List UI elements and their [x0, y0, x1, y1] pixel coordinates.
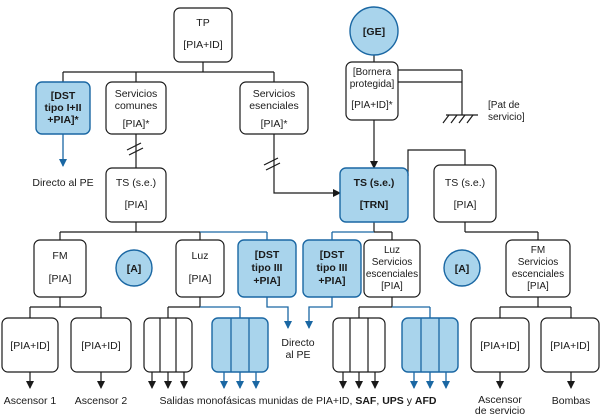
- svg-text:[Bornera: [Bornera: [353, 67, 392, 78]
- svg-text:[TRN]: [TRN]: [360, 199, 389, 211]
- svg-text:tipo III: tipo III: [317, 262, 348, 274]
- salidas-label: Salidas monofásicas munidas de PIA+ID, S…: [160, 395, 437, 407]
- svg-text:al PE: al PE: [285, 349, 310, 361]
- directo-al-pe-label-2: Directo al PE: [281, 337, 314, 361]
- svg-text:[PIA]: [PIA]: [49, 273, 72, 285]
- outlet-group-blue-2: [401, 317, 459, 373]
- ts-right-box: TS (s.e.) [PIA]: [433, 164, 497, 223]
- svg-text:+PIA]: +PIA]: [318, 275, 345, 287]
- svg-text:[PIA+ID]: [PIA+ID]: [550, 340, 589, 352]
- a-circle-left: [A]: [115, 249, 153, 287]
- a-circle-right: [A]: [443, 249, 481, 287]
- svg-text:TP: TP: [196, 17, 209, 29]
- pia-id-box-3: [PIA+ID]: [470, 317, 530, 373]
- pat-servicio-label: [Pat de servicio]: [488, 100, 525, 123]
- svg-text:Servicios: Servicios: [518, 257, 559, 268]
- luz-box: Luz [PIA]: [175, 239, 225, 298]
- luz-servicios-box: Luz Servicios escenciales [PIA]: [363, 239, 421, 298]
- servicios-comunes-box: Servicios comunes [PIA]*: [105, 81, 167, 135]
- svg-text:FM: FM: [52, 250, 67, 262]
- svg-text:de servicio: de servicio: [475, 405, 525, 417]
- outlet-group-blue-1: [211, 317, 269, 373]
- svg-text:[PIA]*: [PIA]*: [261, 118, 288, 130]
- svg-text:[GE]: [GE]: [363, 26, 385, 38]
- svg-text:[PIA+ID]: [PIA+ID]: [183, 39, 222, 51]
- servicios-esenciales-box: Servicios esenciales [PIA]*: [239, 81, 309, 135]
- svg-text:tipo III: tipo III: [252, 262, 283, 274]
- ascensor-1-label: Ascensor 1: [4, 395, 57, 407]
- dst-tipo-i-ii-box: [DST tipo I+II +PIA]*: [35, 81, 91, 135]
- directo-al-pe-label: Directo al PE: [32, 177, 93, 189]
- svg-text:[PIA+ID]*: [PIA+ID]*: [351, 100, 393, 111]
- svg-text:Servicios: Servicios: [253, 88, 296, 100]
- outlet-group-white-2: [332, 317, 386, 373]
- ge-generator-circle: [GE]: [349, 6, 399, 56]
- svg-text:[PIA]: [PIA]: [527, 281, 549, 292]
- svg-text:Luz: Luz: [384, 245, 400, 256]
- svg-text:TS (s.e.): TS (s.e.): [445, 177, 485, 189]
- svg-text:Directo: Directo: [281, 337, 314, 349]
- svg-text:TS (s.e.): TS (s.e.): [354, 177, 395, 189]
- ascensor-servicio-label: Ascensor de servicio: [475, 394, 525, 417]
- svg-text:[PIA]: [PIA]: [125, 199, 148, 211]
- svg-text:+PIA]*: +PIA]*: [47, 114, 79, 126]
- pia-id-box-4: [PIA+ID]: [540, 317, 600, 373]
- pia-id-box-2: [PIA+ID]: [70, 317, 132, 373]
- svg-text:Ascensor: Ascensor: [478, 394, 522, 406]
- svg-text:escenciales: escenciales: [512, 269, 564, 280]
- svg-text:[PIA]: [PIA]: [381, 281, 403, 292]
- ts-left-box: TS (s.e.) [PIA]: [105, 167, 167, 223]
- svg-text:[PIA+ID]: [PIA+ID]: [81, 340, 120, 352]
- svg-text:TS (s.e.): TS (s.e.): [116, 177, 156, 189]
- tp-box: TP [PIA+ID]: [173, 7, 233, 63]
- fm-servicios-box: FM Servicios escenciales [PIA]: [505, 239, 571, 298]
- svg-text:[DST: [DST: [320, 249, 345, 261]
- bombas-label: Bombas: [552, 395, 591, 407]
- svg-text:[PIA]*: [PIA]*: [123, 118, 150, 130]
- svg-text:[PIA]: [PIA]: [454, 199, 477, 211]
- connector-lines: [26, 55, 575, 389]
- svg-text:tipo I+II: tipo I+II: [44, 102, 81, 114]
- svg-text:servicio]: servicio]: [488, 112, 525, 123]
- svg-text:[PIA]: [PIA]: [189, 273, 212, 285]
- svg-text:Servicios: Servicios: [115, 88, 158, 100]
- svg-text:comunes: comunes: [115, 100, 158, 112]
- svg-text:escenciales: escenciales: [366, 269, 418, 280]
- fm-box: FM [PIA]: [33, 239, 87, 298]
- svg-text:[A]: [A]: [127, 263, 142, 275]
- svg-text:FM: FM: [531, 245, 545, 256]
- svg-text:[DST: [DST: [51, 90, 76, 102]
- ts-trn-box: TS (s.e.) [TRN]: [339, 167, 409, 223]
- dst-tipo-iii-box-a: [DST tipo III +PIA]: [237, 239, 297, 298]
- svg-text:+PIA]: +PIA]: [253, 275, 280, 287]
- ascensor-2-label: Ascensor 2: [75, 395, 128, 407]
- svg-text:[PIA+ID]: [PIA+ID]: [10, 340, 49, 352]
- svg-text:Servicios: Servicios: [372, 257, 413, 268]
- svg-text:[DST: [DST: [255, 249, 280, 261]
- svg-text:[A]: [A]: [455, 263, 470, 275]
- svg-text:esenciales: esenciales: [249, 100, 299, 112]
- svg-text:protegida]: protegida]: [350, 79, 395, 90]
- bornera-box: [Bornera protegida] [PIA+ID]*: [345, 61, 399, 121]
- dst-tipo-iii-box-b: [DST tipo III +PIA]: [302, 239, 362, 298]
- svg-text:Luz: Luz: [192, 250, 209, 262]
- outlet-group-white-1: [143, 317, 193, 373]
- pia-id-box-1: [PIA+ID]: [1, 317, 59, 373]
- svg-text:[PIA+ID]: [PIA+ID]: [480, 340, 519, 352]
- svg-text:[Pat de: [Pat de: [488, 100, 520, 111]
